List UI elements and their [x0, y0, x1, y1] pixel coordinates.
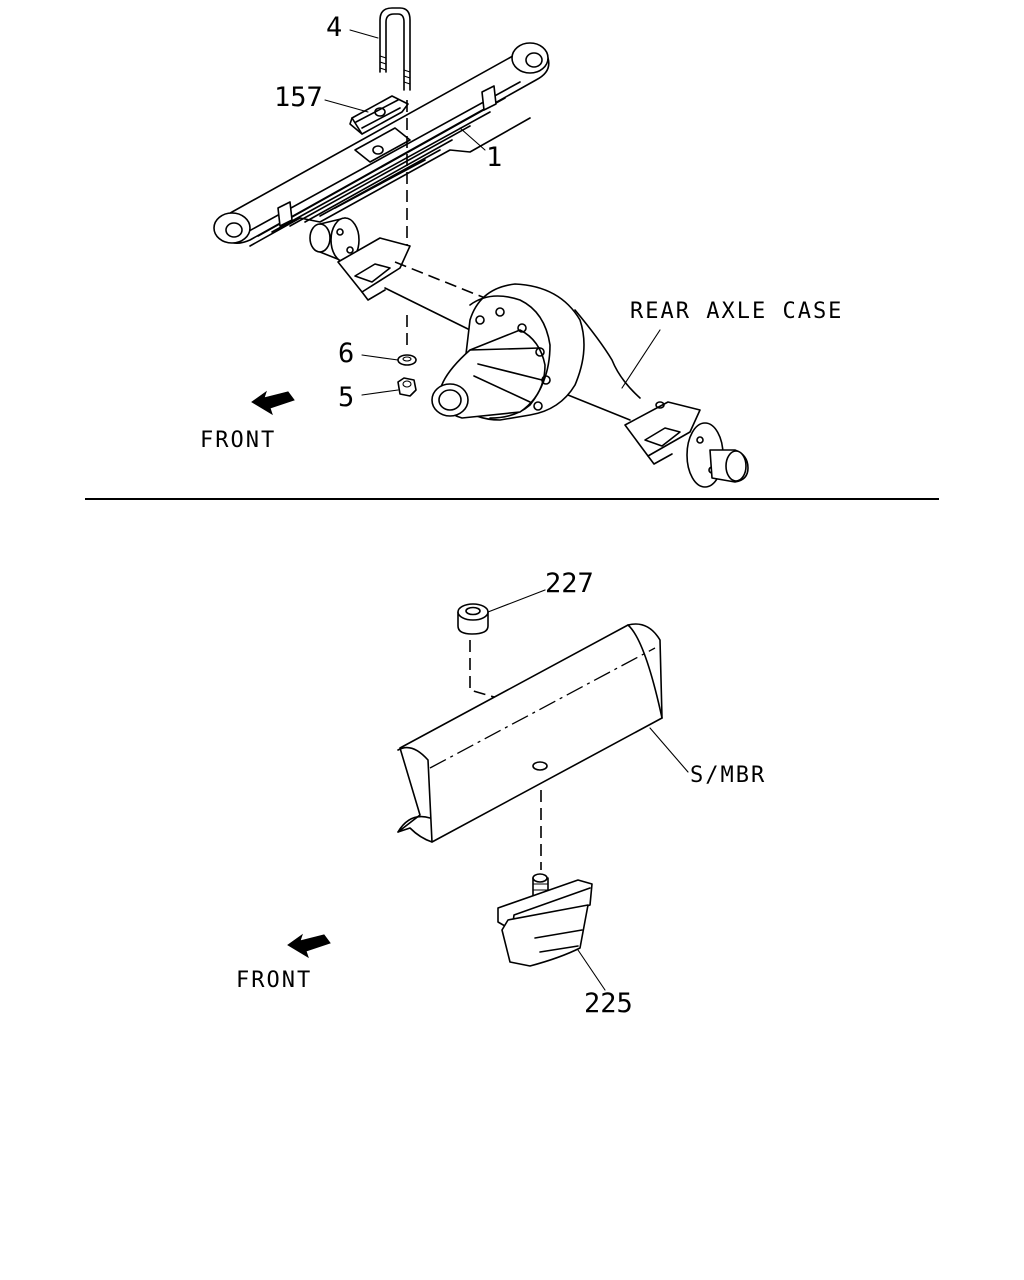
rear-axle-case: [309, 217, 749, 488]
u-bolt: [379, 7, 411, 350]
nut: [397, 377, 417, 397]
callout-leaf-spring: 1: [486, 142, 502, 173]
callout-washer: 6: [338, 338, 354, 369]
callout-u-bolt: 4: [326, 12, 342, 43]
callout-plate: 157: [274, 82, 323, 113]
front-label-top: FRONT: [200, 428, 276, 453]
callout-nut: 5: [338, 382, 354, 413]
side-member: [397, 623, 663, 843]
side-member-label: S/MBR: [690, 763, 766, 788]
front-label-bottom: FRONT: [236, 968, 312, 993]
collar: [457, 603, 489, 635]
leaf-spring: [213, 42, 550, 247]
callout-stopper: 225: [584, 988, 633, 1019]
callout-collar: 227: [545, 568, 594, 599]
spring-plate: [349, 95, 409, 135]
bottom-diagram: 227 S/MBR 225 FRONT: [236, 568, 766, 1019]
rear-axle-case-label: REAR AXLE CASE: [630, 299, 843, 324]
front-arrow-icon: [251, 390, 295, 416]
bump-stopper: [497, 873, 593, 967]
top-diagram: 4 157 1 6 5 REAR AXLE CASE FRONT: [200, 7, 843, 488]
front-arrow-icon: [287, 933, 331, 959]
